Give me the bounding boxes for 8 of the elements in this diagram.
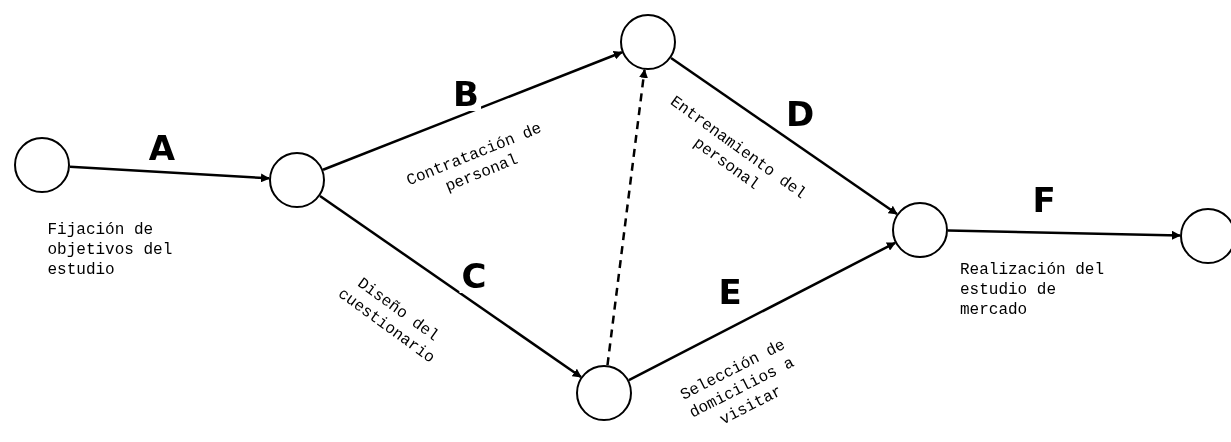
arrow — [319, 194, 582, 379]
activity-description: Fijación de objetivos del estudio — [47, 220, 174, 280]
activity-description: Realización del estudio de mercado — [960, 260, 1106, 320]
arrow — [628, 241, 896, 382]
arrow — [606, 68, 648, 366]
arrow — [670, 56, 898, 216]
arrow — [69, 165, 270, 183]
arrow — [947, 229, 1181, 240]
